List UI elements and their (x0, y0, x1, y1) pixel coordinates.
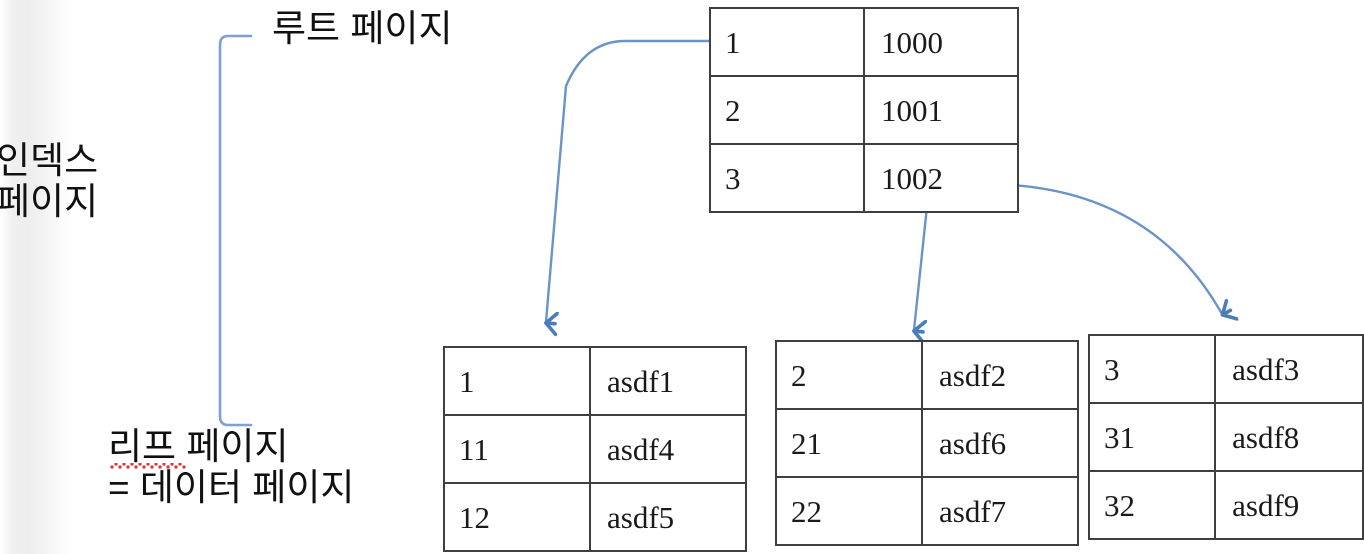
leaf-cell-key: 3 (1087, 334, 1217, 404)
table-row: 31 asdf8 (1087, 402, 1364, 472)
index-page-bracket (218, 34, 253, 427)
leaf-cell-value: asdf4 (589, 414, 747, 484)
leaf-cell-value: asdf8 (1214, 402, 1364, 472)
leaf-cell-value: asdf6 (921, 408, 1079, 478)
leaf-cell-key: 11 (443, 414, 591, 484)
leaf-cell-value: asdf2 (921, 340, 1079, 410)
root-cell-key: 3 (709, 143, 865, 213)
leaf-cell-key: 22 (775, 476, 923, 546)
root-page-table: 1 1000 2 1001 3 1002 (709, 7, 1019, 213)
leaf-cell-value: asdf3 (1214, 334, 1364, 404)
root-cell-value: 1002 (863, 143, 1019, 213)
arrow-root-row3-to-leaf3 (988, 182, 1222, 314)
leaf-page-label: 리프 페이지 = 데이터 페이지 (108, 426, 355, 509)
table-row: 1 asdf1 (443, 346, 747, 416)
leaf-cell-value: asdf5 (589, 482, 747, 552)
table-row: 1 1000 (709, 7, 1019, 77)
root-cell-key: 1 (709, 7, 865, 77)
table-row: 2 asdf2 (775, 340, 1079, 410)
leaf-cell-key: 32 (1087, 470, 1217, 540)
spellcheck-underline-icon (110, 463, 186, 469)
leaf-page-table-1: 1 asdf1 11 asdf4 12 asdf5 (443, 346, 747, 552)
table-row: 12 asdf5 (443, 482, 747, 552)
leaf-cell-key: 12 (443, 482, 591, 552)
leaf-page-table-3: 3 asdf3 31 asdf8 32 asdf9 (1087, 334, 1364, 540)
table-row: 2 1001 (709, 75, 1019, 145)
leaf-cell-value: asdf7 (921, 476, 1079, 546)
table-row: 21 asdf6 (775, 408, 1079, 478)
arrow-root-row1-to-leaf1 (546, 39, 709, 322)
leaf-page-table-2: 2 asdf2 21 asdf6 22 asdf7 (775, 340, 1079, 546)
leaf-cell-key: 2 (775, 340, 923, 410)
table-row: 32 asdf9 (1087, 470, 1364, 540)
leaf-cell-key: 1 (443, 346, 591, 416)
slide-edge-shading (0, 0, 72, 554)
table-row: 3 1002 (709, 143, 1019, 213)
table-row: 11 asdf4 (443, 414, 747, 484)
leaf-cell-value: asdf9 (1214, 470, 1364, 540)
leaf-cell-key: 21 (775, 408, 923, 478)
root-cell-key: 2 (709, 75, 865, 145)
leaf-cell-key: 31 (1087, 402, 1217, 472)
table-row: 3 asdf3 (1087, 334, 1364, 404)
leaf-cell-value: asdf1 (589, 346, 747, 416)
root-cell-value: 1001 (863, 75, 1019, 145)
table-row: 22 asdf7 (775, 476, 1079, 546)
index-page-label: 인덱스 페이지 (0, 140, 99, 223)
root-page-label: 루트 페이지 (272, 8, 453, 49)
root-cell-value: 1000 (863, 7, 1019, 77)
